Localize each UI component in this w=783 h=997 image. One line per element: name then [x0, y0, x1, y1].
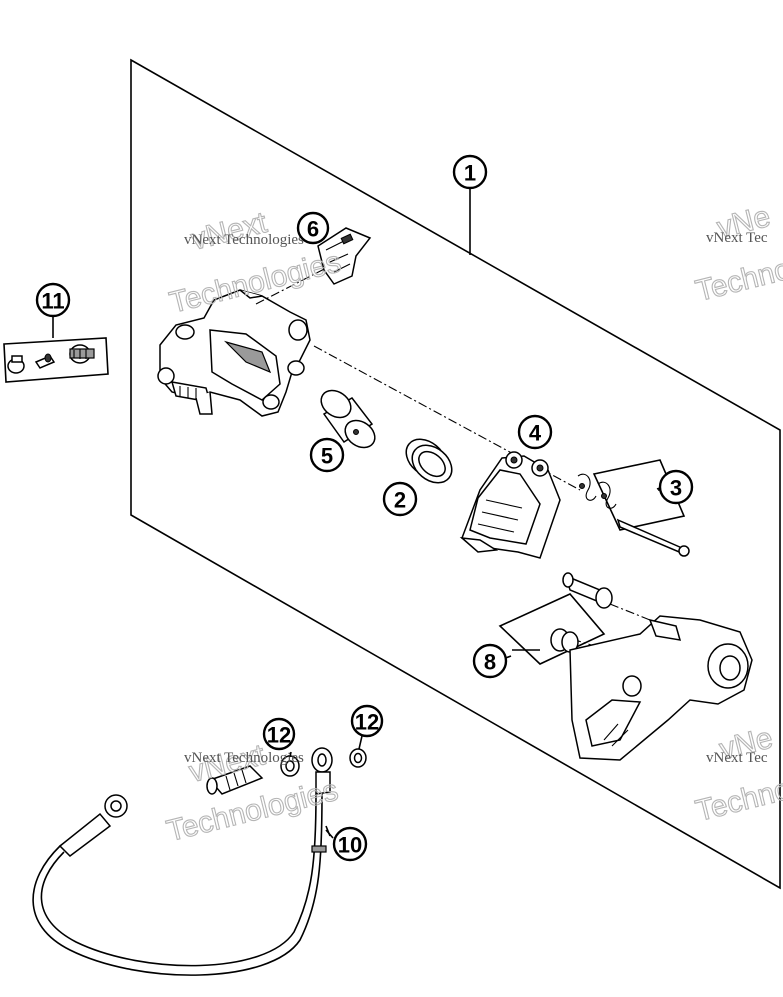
callout-5[interactable]: 5 [309, 437, 345, 473]
watermark-right-big-bottom-2: Techno [692, 773, 783, 828]
callout-4-label: 4 [529, 421, 542, 446]
brake-pads-4 [459, 451, 561, 559]
watermark-left: vNext Technologies [166, 205, 345, 320]
callout-1-label: 1 [464, 161, 476, 186]
callout-8-label: 8 [484, 650, 496, 675]
assembly-line-8b [609, 603, 651, 621]
leader-12-right [358, 735, 363, 750]
watermark-right-big-bottom: Techno [692, 253, 783, 308]
callout-12-left[interactable]: 12 [262, 717, 296, 751]
slide-pins-8 [498, 572, 613, 665]
watermark-right-top: vNe Techno [692, 199, 783, 308]
callout-12-right[interactable]: 12 [350, 704, 384, 738]
watermark-small-left: vNext Technologies [184, 232, 304, 248]
callout-2[interactable]: 2 [382, 481, 418, 517]
callout-3-label: 3 [670, 476, 682, 501]
callout-12-left-label: 12 [267, 723, 291, 748]
assembly-line-6 [255, 263, 335, 305]
callout-4[interactable]: 4 [517, 414, 553, 450]
callout-11-label: 11 [41, 289, 64, 314]
pad-spring-6 [317, 227, 372, 285]
brake-hose-10 [32, 747, 333, 976]
seal-ring-2 [405, 438, 453, 484]
callout-10-label: 10 [338, 833, 362, 858]
watermark-right-small-top: vNext Tec [706, 230, 768, 246]
callout-3[interactable]: 3 [658, 469, 694, 505]
callout-12-right-label: 12 [355, 710, 379, 735]
callout-1[interactable]: 1 [452, 154, 488, 190]
watermark-right-bottom: vNe Techno [692, 721, 783, 829]
callout-11[interactable]: 11 [35, 282, 71, 318]
bleeder-kit-11 [3, 318, 109, 383]
assembly-panel [130, 58, 781, 890]
caliper-bracket [569, 615, 753, 761]
watermark-small-bottom: vNext Technologies [184, 750, 304, 766]
watermark-right-small-bottom: vNext Tec [706, 750, 768, 766]
leader-10b [325, 829, 334, 839]
piston-5 [320, 389, 376, 449]
callout-6[interactable]: 6 [296, 211, 330, 245]
caliper-body [157, 289, 311, 417]
watermark-bottom: vNext Technologies [163, 738, 342, 849]
callout-2-label: 2 [394, 488, 406, 513]
callout-10[interactable]: 10 [332, 826, 368, 862]
callout-8[interactable]: 8 [472, 643, 508, 679]
callout-5-label: 5 [321, 444, 333, 469]
callout-6-label: 6 [307, 217, 319, 242]
copper-washers-12 [280, 748, 367, 777]
leader-12-left [289, 751, 292, 758]
